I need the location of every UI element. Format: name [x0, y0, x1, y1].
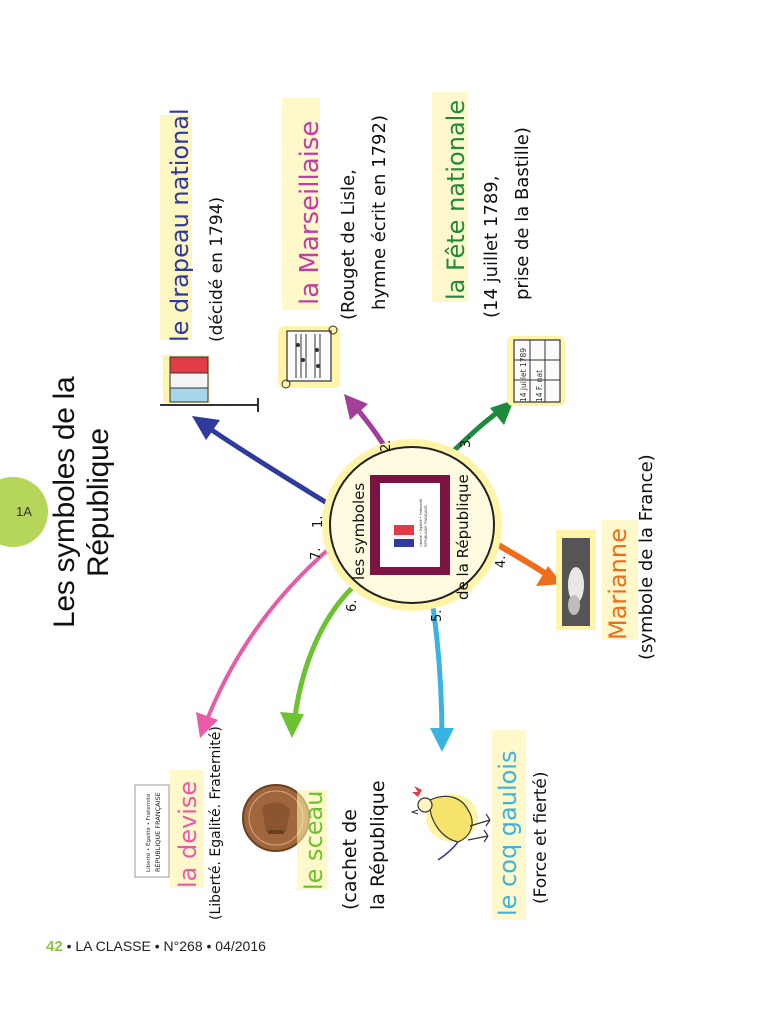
marianne-detail: (symbole de la France) [636, 454, 657, 660]
number-2: 2. [379, 440, 394, 452]
arrow-coq-head [430, 728, 454, 752]
number-6: 6. [345, 600, 360, 612]
drapeau-title: le drapeau national [166, 108, 194, 342]
number-5: 5. [430, 610, 445, 622]
branch-coq: le coq gaulois (Force et fierté) [412, 730, 551, 920]
number-1: 1. [311, 516, 326, 528]
marianne-title: Marianne [604, 528, 632, 640]
branch-drapeau: le drapeau national (décidé en 1794) [160, 108, 258, 412]
arrow-sceau-head [280, 712, 304, 738]
sceau-detail-2: la République [367, 780, 389, 910]
devise-detail: (Liberté. Egalité. Fraternité) [208, 726, 224, 920]
arrow-drapeau-head [192, 416, 220, 440]
branch-devise: Liberté • Égalité • Fraternité RÉPUBLIQU… [135, 726, 224, 920]
sceau-detail-1: (cachet de [339, 809, 361, 910]
branch-sceau: le sceau (cachet de la République [243, 780, 389, 910]
devise-card-line1: Liberté • Égalité • Fraternité [144, 793, 152, 872]
marseillaise-title: la Marseillaise [295, 121, 325, 305]
rooster-icon [412, 786, 490, 860]
branch-marseillaise: la Marseillaise (Rouget de Lisle, hymne … [278, 98, 390, 388]
branch-fete: 14 juillet 1789 14 F. nat la Fête nation… [432, 92, 565, 406]
fete-title: la Fête nationale [442, 100, 470, 300]
number-4: 4. [494, 556, 509, 568]
coq-detail: (Force et fierté) [531, 772, 551, 904]
fete-detail-1: (14 juillet 1789, [481, 176, 502, 318]
calendar-line2: 14 F. nat [535, 370, 544, 402]
sceau-title: le sceau [300, 791, 328, 890]
arrow-sceau [294, 588, 352, 725]
center-label-1: les symboles [350, 483, 368, 580]
coq-title: le coq gaulois [494, 751, 522, 916]
devise-card-icon: Liberté • Égalité • Fraternité RÉPUBLIQU… [135, 785, 169, 877]
fete-detail-2: prise de la Bastille) [512, 127, 533, 300]
number-3: 3. [459, 436, 474, 448]
flag-icon [160, 355, 258, 412]
calendar-line1: 14 juillet 1789 [519, 348, 528, 402]
arrow-drapeau [200, 422, 330, 505]
center-logo-line1: Liberté • Égalité • Fraternité [418, 499, 423, 547]
center-node: Liberté • Égalité • Fraternité RÉPUBLIQU… [322, 439, 502, 611]
branch-marianne: Marianne (symbole de la France) [556, 454, 657, 660]
marseillaise-detail-2: hymne écrit en 1792) [369, 115, 390, 310]
devise-title: la devise [174, 781, 202, 888]
number-7: 7. [309, 548, 324, 560]
center-label-2: de la République [454, 474, 472, 600]
arrow-devise [205, 548, 330, 725]
devise-card-line2: RÉPUBLIQUE FRANÇAISE [153, 792, 162, 872]
calendar-icon: 14 juillet 1789 14 F. nat [507, 336, 565, 406]
marseillaise-detail-1: (Rouget de Lisle, [338, 169, 359, 320]
drapeau-detail: (décidé en 1794) [207, 197, 227, 342]
center-logo-line2: RÉPUBLIQUE FRANÇAISE [423, 505, 428, 547]
score-sheet-icon [278, 326, 340, 388]
marianne-bust-icon [556, 530, 596, 630]
